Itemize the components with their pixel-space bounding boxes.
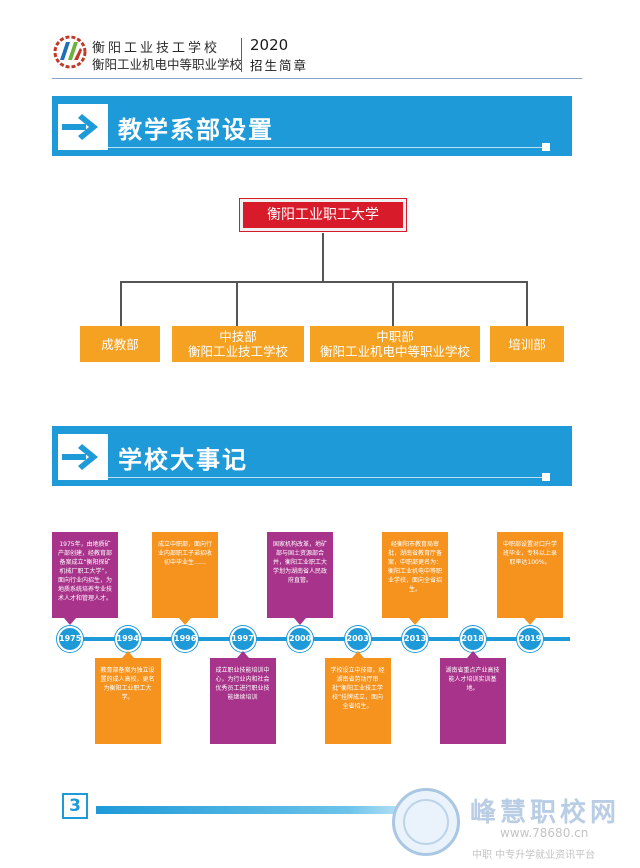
page-number: 3: [62, 793, 88, 819]
year-node: 2000: [287, 626, 313, 652]
org-connector-branch: [526, 281, 528, 327]
banner-rule: [108, 147, 550, 148]
event-pointer: [236, 651, 249, 658]
school-name-2: 衡阳工业机电中等职业学校: [92, 57, 243, 72]
dept-box-adult-education: 成教部: [80, 326, 160, 362]
year-node: 1996: [172, 626, 198, 652]
org-connector-branch: [120, 281, 122, 327]
event-pointer: [409, 618, 421, 625]
dept-label: 培训部: [508, 336, 546, 352]
event-card: 湖南省重点产业高技能人才培训实训基地。: [439, 658, 506, 744]
footer-stripe: [96, 806, 456, 814]
year-node: 1997: [229, 626, 256, 652]
org-connector-branch: [392, 281, 394, 327]
header-divider: [241, 38, 242, 72]
event-card: 国家机构改革，地矿部与国土资源部合并，衡阳工业职工大学划为湖南省人民政府直管。: [267, 532, 333, 618]
dept-label: 中技部: [219, 329, 257, 344]
school-name-1: 衡阳工业技工学校: [92, 41, 221, 56]
dept-box-vocational: 中职部 衡阳工业机电中等职业学校: [310, 326, 480, 362]
page-header: 衡阳工业技工学校 衡阳工业机电中等职业学校 2020 招生简章: [0, 0, 640, 84]
arrow-right-icon: [62, 114, 98, 140]
arrow-box: [58, 434, 108, 480]
arrow-box: [58, 104, 108, 150]
event-card: 成立中职部，面向行业内部职工子弟招收初中毕业生……: [152, 532, 218, 618]
year-node: 2013: [402, 626, 428, 652]
org-connector-horizontal: [120, 281, 528, 283]
dept-sublabel: 衡阳工业机电中等职业学校: [319, 344, 470, 359]
school-logo-icon: [53, 35, 87, 69]
banner-rule: [108, 477, 550, 478]
watermark-subtitle: 中职 中专升学就业资讯平台: [472, 850, 596, 861]
brochure-subtitle: 招生简章: [250, 58, 309, 73]
event-pointer: [524, 618, 536, 625]
event-card: 教育部备案为独立设置的成人高校，更名为衡阳工业职工大学。: [94, 658, 161, 744]
event-pointer: [121, 651, 134, 658]
event-card: 成立职业技能培训中心，为行业内和社会优秀员工进行职业技能继续培训: [209, 658, 276, 744]
header-rule: [52, 78, 582, 79]
section-banner-events: 学校大事记: [52, 426, 572, 486]
year-node: 1975: [57, 626, 83, 652]
watermark-title: 峰慧职校网: [470, 798, 621, 828]
banner-corner: [542, 143, 550, 151]
year-node: 2019: [517, 626, 543, 652]
event-card: 中职部设置对口升学班毕业，专科以上录取率达100%。: [497, 532, 563, 618]
event-card: 经衡阳市教育局审批，湖南省教育厅备案，中职部更名为：衡阳工业机电中等职业学校，面…: [382, 532, 448, 618]
watermark-url: www.78680.cn: [500, 826, 589, 840]
section-title: 教学系部设置: [118, 116, 274, 144]
arrow-right-icon: [62, 444, 98, 470]
org-connector-branch: [236, 281, 238, 327]
event-pointer: [64, 618, 76, 625]
dept-box-training: 培训部: [490, 326, 564, 362]
dept-label: 中职部: [376, 329, 414, 344]
dept-box-technical: 中技部 衡阳工业技工学校: [172, 326, 304, 362]
org-connector-vertical: [322, 233, 324, 281]
dept-label: 成教部: [101, 336, 139, 352]
dept-sublabel: 衡阳工业技工学校: [187, 344, 288, 359]
timeline-axis: [58, 637, 570, 641]
year-node: 2018: [459, 626, 486, 652]
brochure-year: 2020: [250, 36, 289, 54]
event-card: 学校设立中技部，经湖南省劳动厅审批“衡阳工业技工学校”挂牌成立，面向全省招生。: [324, 658, 391, 744]
watermark-seal-icon: [392, 788, 460, 856]
section-title: 学校大事记: [118, 446, 248, 474]
event-pointer: [179, 618, 191, 625]
year-node: 2003: [344, 626, 371, 652]
year-node: 1994: [114, 626, 141, 652]
event-pointer: [294, 618, 306, 625]
banner-corner: [542, 473, 550, 481]
event-pointer: [351, 651, 364, 658]
event-card: 1975年，由地质矿产部创建，经教育部备案成立“衡阳探矿机械厂职工大学”，面向行…: [52, 532, 118, 618]
section-banner-departments: 教学系部设置: [52, 96, 572, 156]
event-pointer: [466, 651, 479, 658]
org-root-box: 衡阳工业职工大学: [239, 198, 407, 232]
